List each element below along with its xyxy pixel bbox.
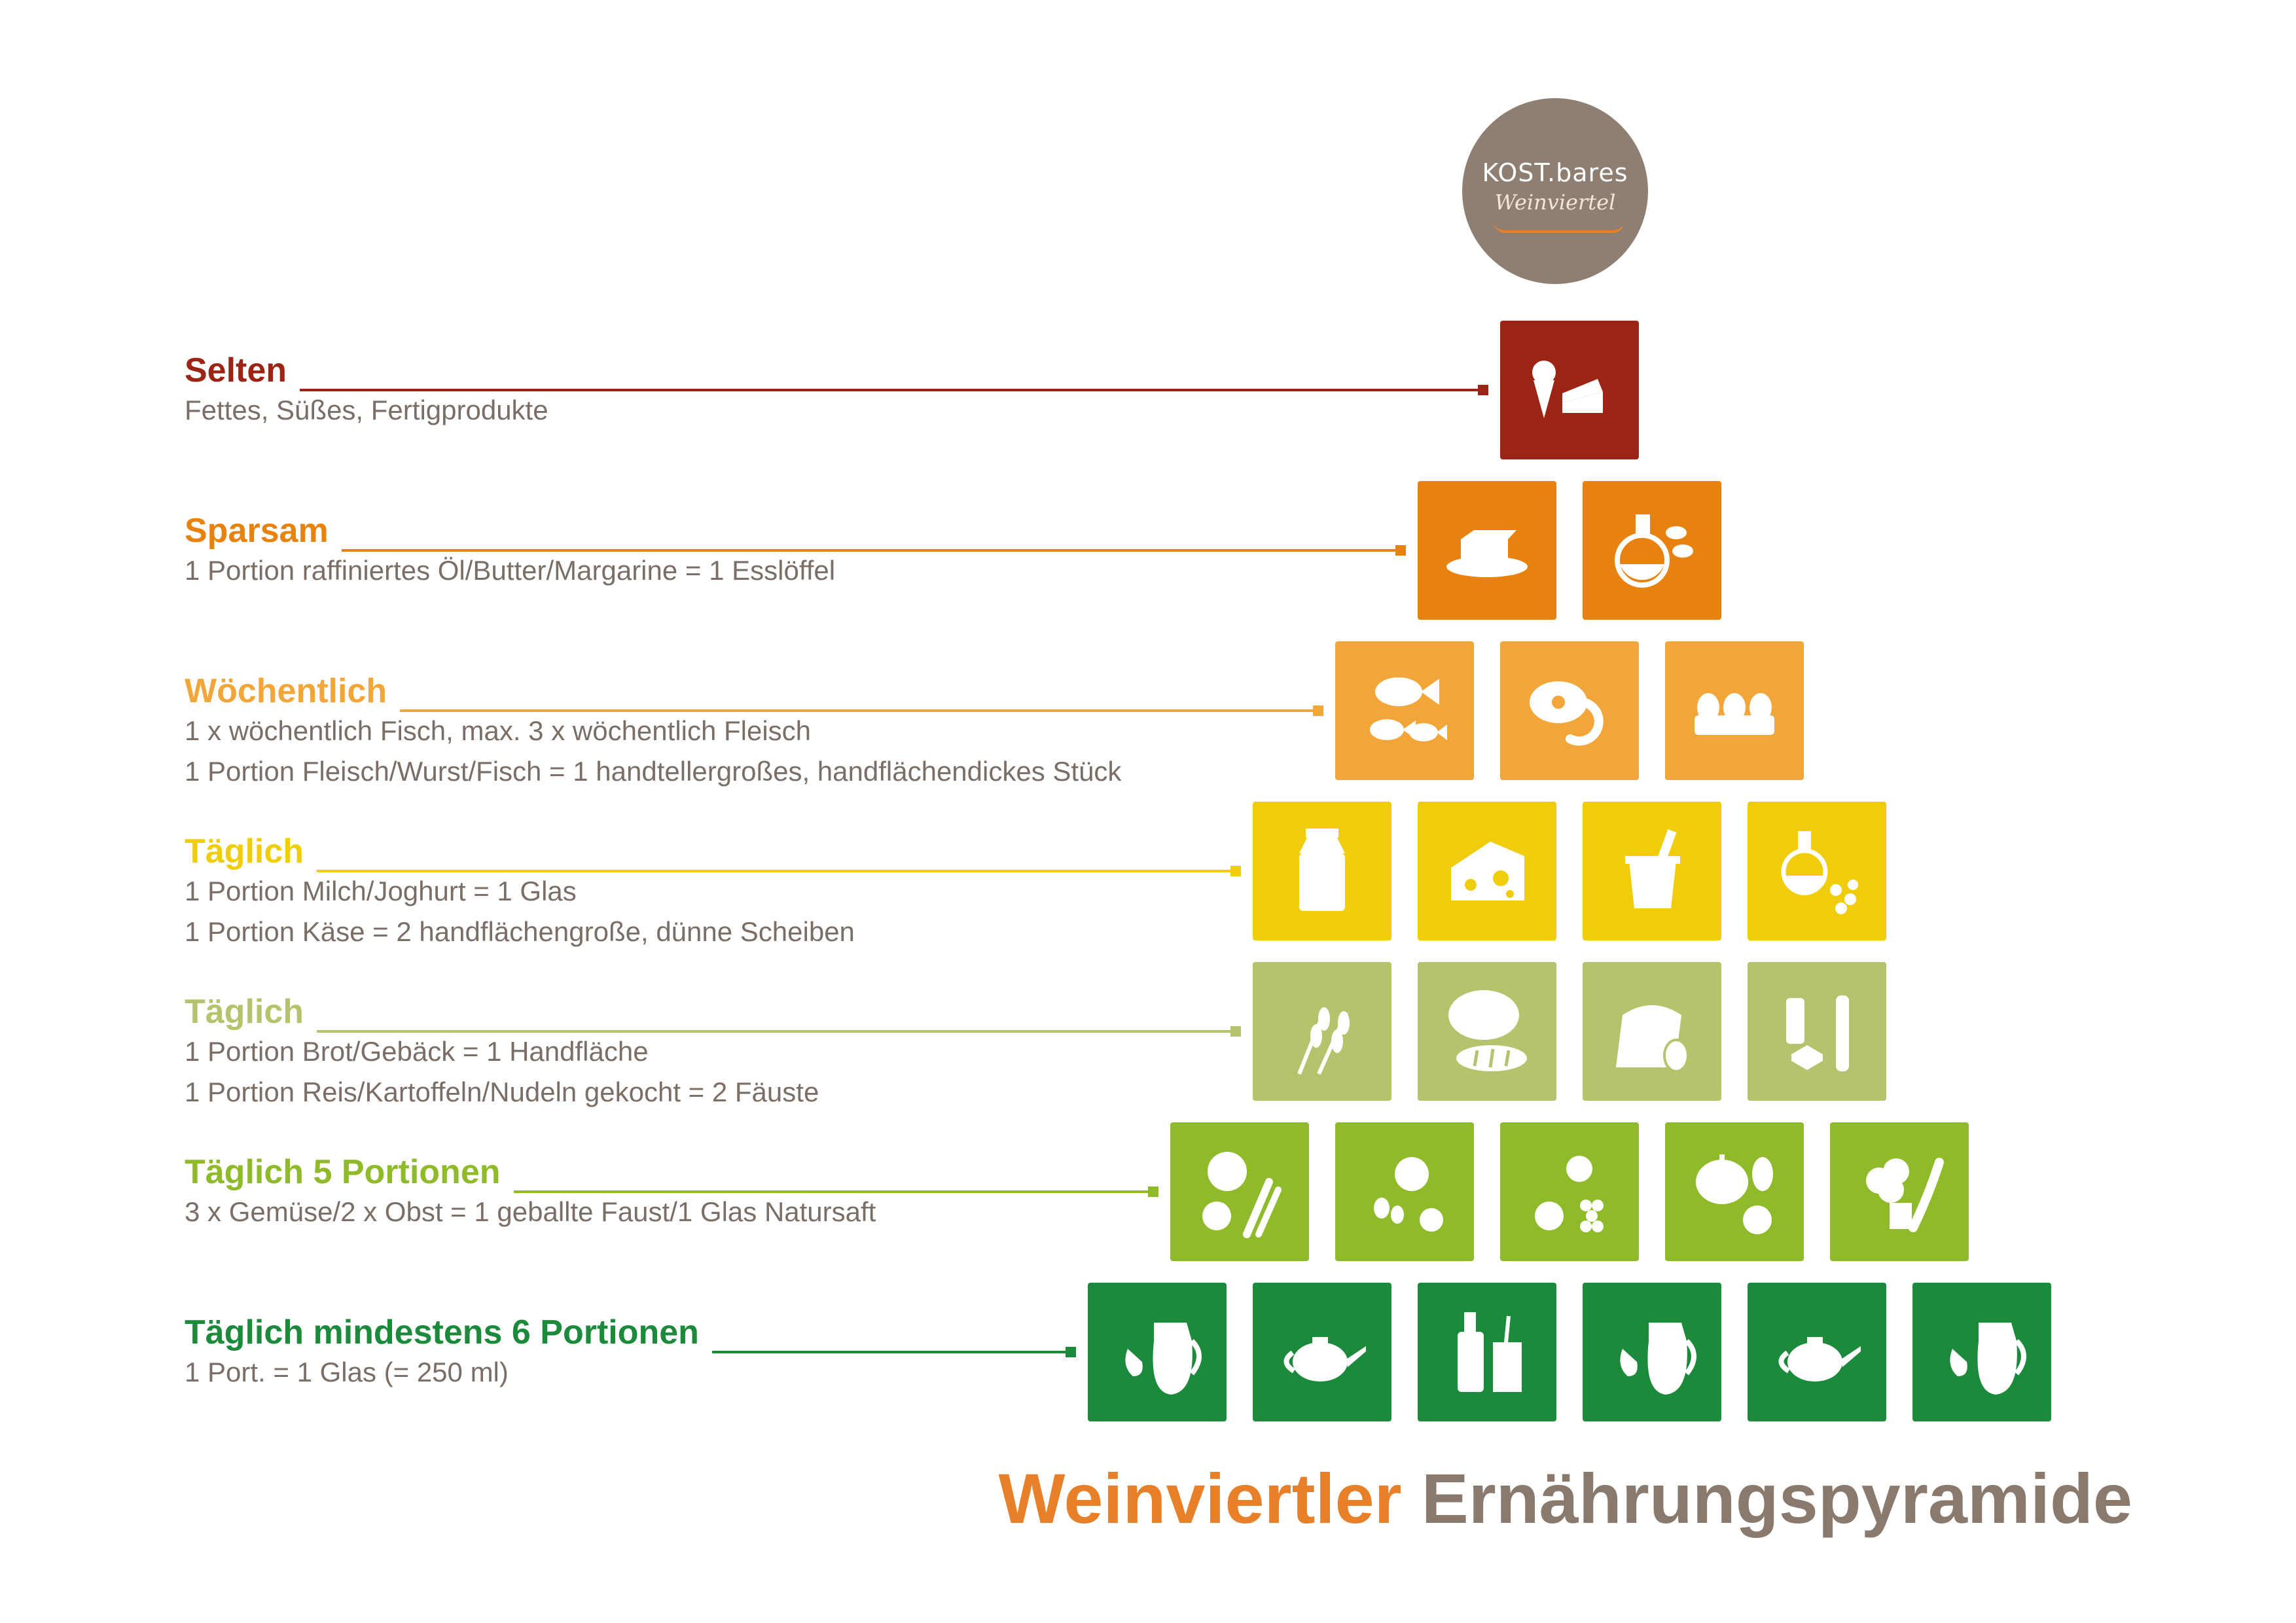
- food-tile: [1748, 802, 1886, 940]
- tier-connector-line: [317, 1026, 1241, 1037]
- food-tile: [1500, 1122, 1639, 1261]
- connector-dot: [1395, 545, 1406, 556]
- yogurt-icon: [1625, 829, 1680, 908]
- tier-title: Täglich: [185, 832, 304, 870]
- food-tile: [1583, 481, 1721, 620]
- tier-connector-line: [513, 1186, 1158, 1197]
- tier-description: 1 Port. = 1 Glas (= 250 ml): [185, 1357, 509, 1387]
- rice-potato-icon: [1616, 1005, 1689, 1073]
- tier-label: Täglich 5 Portionen 3 x Gemüse/2 x Obst =…: [185, 1152, 876, 1232]
- tier-title: Wöchentlich: [185, 672, 387, 710]
- food-tile: [1418, 802, 1556, 940]
- food-tile: [1583, 802, 1721, 940]
- connector-dot: [1478, 385, 1488, 395]
- water-jug-icon: [1950, 1323, 2026, 1395]
- food-tile: [1583, 962, 1721, 1101]
- title-part2: Ernährungspyramide: [1421, 1459, 2132, 1538]
- food-tile: [1088, 1283, 1227, 1421]
- water-jug-icon: [1620, 1323, 1696, 1395]
- connector-dot: [1230, 1026, 1241, 1037]
- tier-title: Sparsam: [185, 512, 329, 550]
- meat-sausage-icon: [1530, 681, 1604, 746]
- tier-label: Wöchentlich 1 x wöchentlich Fisch, max. 3…: [185, 671, 1121, 792]
- butter-icon: [1446, 530, 1528, 577]
- tier-title: Täglich: [185, 993, 304, 1031]
- tier-connector-line: [400, 705, 1323, 716]
- food-tile: [1253, 962, 1391, 1101]
- tier-title: Selten: [185, 351, 287, 389]
- teapot-icon: [1283, 1337, 1366, 1382]
- connector-dot: [1066, 1347, 1076, 1357]
- title-part1: Weinviertler: [998, 1459, 1402, 1538]
- food-tile: [1912, 1283, 2051, 1421]
- tier-title: Täglich 5 Portionen: [185, 1153, 501, 1191]
- fish-icon: [1370, 677, 1447, 741]
- page-title: Weinviertler Ernährungspyramide: [998, 1459, 2132, 1538]
- tier-label: Täglich mindestens 6 Portionen 1 Port. = …: [185, 1313, 712, 1393]
- connector-dot: [1313, 705, 1323, 716]
- pasta-icon: [1786, 995, 1849, 1071]
- grain-icon: [1297, 1007, 1350, 1075]
- tier-description: 1 Portion Brot/Gebäck = 1 Handfläche: [185, 1036, 649, 1067]
- cheese-icon: [1451, 842, 1524, 901]
- food-tile: [1748, 962, 1886, 1101]
- tier-label: Täglich 1 Portion Milch/Joghurt = 1 Glas 1…: [185, 832, 855, 952]
- tier-description: 1 Portion Fleisch/Wurst/Fisch = 1 handte…: [185, 756, 1122, 787]
- food-tile: [1583, 1283, 1721, 1421]
- food-tile: [1500, 321, 1639, 459]
- food-tile: [1418, 962, 1556, 1101]
- bread-icon: [1448, 990, 1527, 1071]
- tier-description: 1 x wöchentlich Fisch, max. 3 x wöchentl…: [185, 715, 812, 746]
- tier-description: 1 Portion Reis/Kartoffeln/Nudeln gekocht…: [185, 1077, 819, 1107]
- tier-description: 1 Portion Milch/Joghurt = 1 Glas: [185, 876, 577, 906]
- food-tile: [1335, 1122, 1474, 1261]
- fruit-icon: [1535, 1156, 1604, 1232]
- connector-dot: [1148, 1186, 1158, 1197]
- logo-line2: Weinviertel: [1494, 190, 1616, 215]
- tier-label: Sparsam 1 Portion raffiniertes Öl/Butter/…: [185, 511, 835, 591]
- pumpkin-onion-icon: [1696, 1154, 1773, 1234]
- tier-connector-line: [317, 866, 1241, 876]
- eggs-icon: [1695, 693, 1774, 735]
- food-tile: [1500, 641, 1639, 780]
- tier-connector-line: [341, 545, 1406, 556]
- food-tile: [1170, 1122, 1309, 1261]
- tier-description: 1 Portion Käse = 2 handflächengroße, dün…: [185, 916, 855, 947]
- oil-flask-icon: [1615, 514, 1693, 588]
- teapot-icon: [1778, 1337, 1861, 1382]
- tier-description: 1 Portion raffiniertes Öl/Butter/Margari…: [185, 555, 836, 586]
- logo-line1: KOST.bares: [1482, 158, 1628, 187]
- food-tile: [1253, 1283, 1391, 1421]
- water-jug-icon: [1125, 1323, 1202, 1395]
- tier-connector-line: [711, 1347, 1076, 1357]
- kostbares-logo: KOST.bares Weinviertel: [1462, 98, 1648, 284]
- food-tile: [1748, 1283, 1886, 1421]
- tier-description: Fettes, Süßes, Fertigprodukte: [185, 395, 548, 425]
- food-tile: [1830, 1122, 1969, 1261]
- bottle-glass-icon: [1458, 1312, 1522, 1392]
- ice-cream-cake-icon: [1532, 361, 1603, 418]
- food-tile: [1665, 1122, 1804, 1261]
- cauliflower-icon: [1866, 1158, 1944, 1232]
- milk-can-icon: [1299, 829, 1345, 911]
- food-tile: [1418, 1283, 1556, 1421]
- connector-dot: [1230, 866, 1241, 876]
- oil-nuts-icon: [1781, 831, 1858, 914]
- food-tile: [1665, 641, 1804, 780]
- food-tile: [1335, 641, 1474, 780]
- logo-swoosh: [1494, 221, 1624, 233]
- vegetables-icon: [1202, 1152, 1282, 1238]
- food-tile: [1418, 481, 1556, 620]
- food-tile: [1253, 802, 1391, 940]
- tier-connector-line: [300, 385, 1488, 395]
- tier-label: Täglich 1 Portion Brot/Gebäck = 1 Handflä…: [185, 992, 819, 1113]
- tier-title: Täglich mindestens 6 Portionen: [185, 1313, 699, 1351]
- apple-olive-icon: [1374, 1157, 1443, 1232]
- tier-description: 3 x Gemüse/2 x Obst = 1 geballte Faust/1…: [185, 1196, 876, 1227]
